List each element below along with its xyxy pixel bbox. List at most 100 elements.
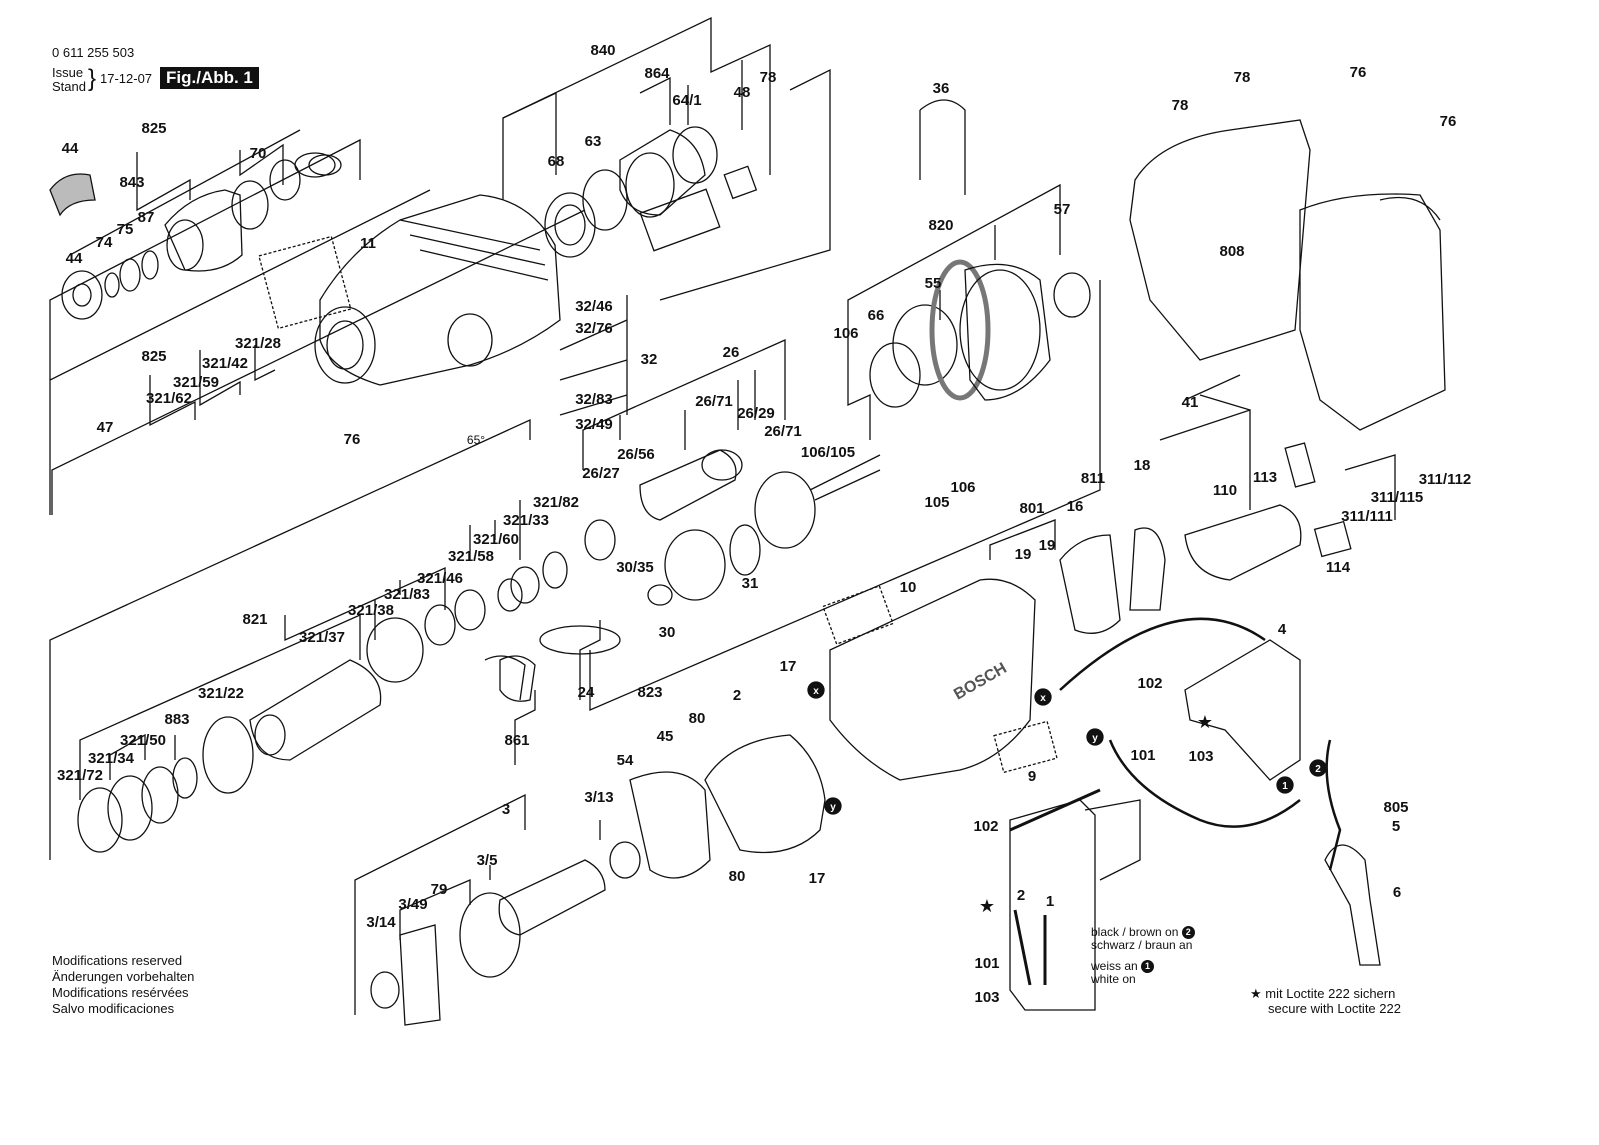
callout-87: 87 (138, 209, 155, 226)
callout-843: 843 (119, 174, 144, 191)
callout-321-62: 321/62 (146, 390, 192, 407)
callout-102a: 102 (1137, 675, 1162, 692)
callout-311-112: 311/112 (1419, 471, 1472, 488)
callout-30: 30 (659, 624, 676, 641)
callout-3-14: 3/14 (366, 914, 396, 931)
callout-17a: 17 (780, 658, 797, 675)
callout-10: 10 (900, 579, 917, 596)
callout-103a: 103 (1188, 748, 1213, 765)
callout-101a: 101 (1130, 747, 1155, 764)
callout-32-46: 32/46 (575, 298, 613, 315)
callout-26: 26 (723, 344, 740, 361)
callout-114: 114 (1326, 559, 1351, 576)
callout-3-49: 3/49 (398, 896, 427, 913)
callout-45: 45 (657, 728, 674, 745)
callout-5: 5 (1392, 818, 1400, 835)
callout-26-29: 26/29 (737, 405, 775, 422)
marker-2: 2 (1315, 764, 1321, 775)
callout-321-60: 321/60 (473, 531, 519, 548)
callout-78a: 78 (760, 69, 777, 86)
callout-883: 883 (164, 711, 189, 728)
callout-26-71a: 26/71 (695, 393, 733, 410)
callout-16: 16 (1067, 498, 1084, 515)
callout-321-22: 321/22 (198, 685, 244, 702)
callout-47: 47 (97, 419, 114, 436)
callout-48: 48 (734, 84, 751, 101)
callout-321-42: 321/42 (202, 355, 248, 372)
callout-105: 105 (924, 494, 949, 511)
callout-4: 4 (1278, 621, 1287, 638)
callout-30-35: 30/35 (616, 559, 654, 576)
callout-825b: 825 (141, 348, 166, 365)
callout-11: 11 (360, 235, 376, 252)
callout-44a: 44 (62, 140, 79, 157)
callout-3: 3 (502, 801, 510, 818)
wiring-note-black: black / brown on 2 schwarz / braun an (1091, 926, 1195, 952)
callout-106b: 106 (950, 479, 975, 496)
modifications-notice: Modifications reserved Änderungen vorbeh… (52, 953, 195, 1016)
callout-76c: 76 (1440, 113, 1457, 130)
marker-y-1: y (830, 802, 836, 813)
callout-57: 57 (1054, 201, 1071, 218)
callout-41: 41 (1182, 394, 1199, 411)
callout-80a: 80 (689, 710, 706, 727)
callout-32-83: 32/83 (575, 391, 613, 408)
callout-26-56: 26/56 (617, 446, 655, 463)
callout-321-34: 321/34 (88, 750, 135, 767)
callout-26-27: 26/27 (582, 465, 620, 482)
callout-311-115: 311/115 (1371, 489, 1424, 506)
callout-64-1: 64/1 (672, 92, 701, 109)
marker-x-1: x (813, 686, 819, 697)
wiring-note-white: weiss an 1 white on (1091, 960, 1155, 986)
callout-9: 9 (1028, 768, 1036, 785)
marker-1: 1 (1282, 781, 1288, 792)
callout-825a: 825 (141, 120, 166, 137)
callout-17b: 17 (809, 870, 826, 887)
brace: } (88, 65, 97, 92)
callout-79: 79 (431, 881, 448, 898)
issue-date: 17-12-07 (100, 71, 153, 86)
callout-321-38: 321/38 (348, 602, 394, 619)
callout-3-13: 3/13 (584, 789, 613, 806)
callout-36: 36 (933, 80, 950, 97)
callout-864: 864 (644, 65, 670, 82)
callout-63: 63 (585, 133, 602, 150)
callout-80b: 80 (729, 868, 746, 885)
callout-311-111: 311/111 (1341, 508, 1393, 525)
callout-805: 805 (1383, 799, 1408, 816)
callout-6: 6 (1393, 884, 1401, 901)
callout-321-37: 321/37 (299, 629, 345, 646)
callout-44b: 44 (66, 250, 83, 267)
callout-78c: 78 (1172, 97, 1189, 114)
callout-76b: 76 (1350, 64, 1367, 81)
callout-55: 55 (925, 275, 942, 292)
callout-75: 75 (117, 221, 134, 238)
callout-78b: 78 (1234, 69, 1251, 86)
callout-811: 811 (1081, 470, 1105, 487)
stand-label: Stand (52, 79, 86, 94)
callout-54: 54 (617, 752, 634, 769)
figure-label: Fig./Abb. 1 (160, 67, 259, 89)
callout-18: 18 (1134, 457, 1151, 474)
callout-801: 801 (1019, 500, 1044, 517)
callout-3-5: 3/5 (477, 852, 498, 869)
callout-32-76: 32/76 (575, 320, 613, 337)
star-icon: ★ (979, 896, 995, 917)
issue-label: Issue (52, 65, 84, 80)
callout-106a: 106 (833, 325, 858, 342)
callout-321-59: 321/59 (173, 374, 219, 391)
callout-321-72: 321/72 (57, 767, 103, 784)
callout-823: 823 (637, 684, 662, 701)
callout-2: 2 (733, 687, 741, 704)
callout-102b: 102 (973, 818, 998, 835)
callout-321-33: 321/33 (503, 512, 549, 529)
callout-70: 70 (250, 145, 267, 162)
callout-31: 31 (742, 575, 759, 592)
callout-321-46: 321/46 (417, 570, 463, 587)
callout-76a: 76 (344, 431, 361, 448)
marker-y-2: y (1092, 733, 1098, 744)
callout-808: 808 (1219, 243, 1244, 260)
callout-19b: 19 (1039, 537, 1056, 554)
callout-32-49: 32/49 (575, 416, 613, 433)
